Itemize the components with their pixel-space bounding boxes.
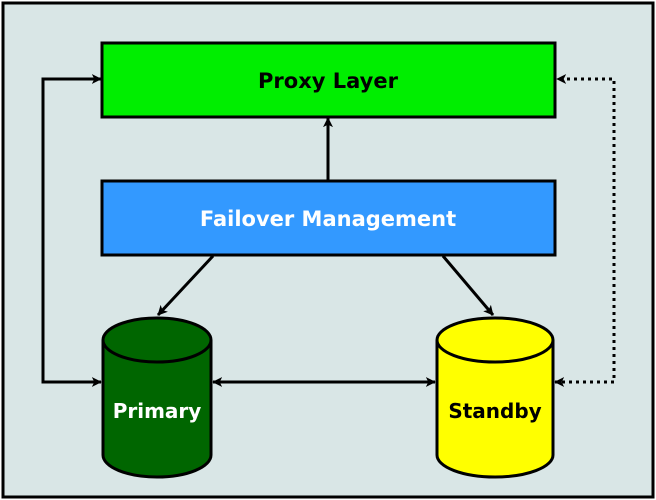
standby-label: Standby — [448, 399, 541, 423]
primary-node[interactable]: Primary — [101, 316, 213, 479]
primary-cylinder-rim — [101, 339, 213, 364]
standby-cylinder-rim — [435, 339, 555, 364]
standby-node[interactable]: Standby — [435, 316, 555, 479]
proxy-layer-node[interactable]: Proxy Layer — [100, 41, 557, 119]
failover-management-label: Failover Management — [200, 207, 456, 231]
standby-cylinder-body — [435, 316, 555, 479]
proxy-layer-box — [100, 41, 557, 119]
edge-failover-to-standby — [441, 255, 495, 316]
failover-management-node[interactable]: Failover Management — [100, 179, 557, 257]
edge-failover-to-primary — [156, 254, 215, 317]
edge-standby-proxy-dotted — [554, 74, 616, 387]
proxy-layer-label: Proxy Layer — [258, 69, 399, 93]
primary-cylinder-body — [101, 316, 213, 479]
primary-label: Primary — [113, 399, 202, 423]
edge-primary-proxy — [41, 74, 102, 387]
